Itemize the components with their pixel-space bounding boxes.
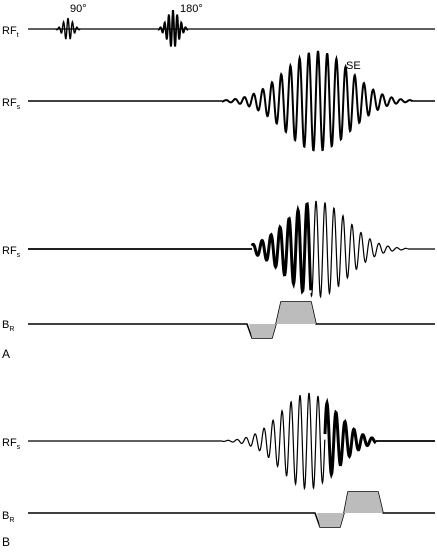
rf-signal-row: RFs SE [2, 50, 435, 152]
rf-t-label: RFt [2, 25, 19, 39]
panel-a-rf-row: RFs [2, 200, 435, 299]
pulse-90-label: 90° [70, 3, 87, 15]
pulse-180 [157, 10, 189, 47]
rf-s-label-1: RFs [2, 97, 21, 111]
spin-echo-waveform [221, 50, 414, 152]
se-label: SE [346, 60, 361, 72]
b-r-label-b: BR [2, 510, 14, 524]
gradient-a-negative-lobe [249, 324, 276, 338]
gradient-a-outline [28, 301, 435, 339]
echo-b-thin-part [222, 392, 326, 491]
panel-b-rf-row: RFs [2, 392, 435, 491]
panel-b-gradient-row: BR B [2, 491, 435, 549]
echo-b-thick-part [323, 397, 377, 480]
echo-a-thick-part [250, 201, 313, 295]
gradient-b-positive-lobe [344, 492, 383, 513]
panel-a-label: A [2, 347, 10, 361]
pulse-90 [55, 17, 81, 40]
rf-s-label-b: RFs [2, 437, 21, 451]
rf-transmit-row: RFt 90° 180° [2, 3, 435, 47]
b-r-label-a: BR [2, 319, 14, 333]
pulse-180-label: 180° [180, 3, 203, 15]
echo-a-thin-part [310, 200, 409, 299]
panel-a-gradient-row: BR A [2, 301, 435, 361]
rf-s-label-a: RFs [2, 245, 21, 259]
gradient-b-negative-lobe [317, 513, 344, 527]
panel-b-label: B [2, 535, 10, 549]
gradient-a-positive-lobe [276, 302, 316, 324]
